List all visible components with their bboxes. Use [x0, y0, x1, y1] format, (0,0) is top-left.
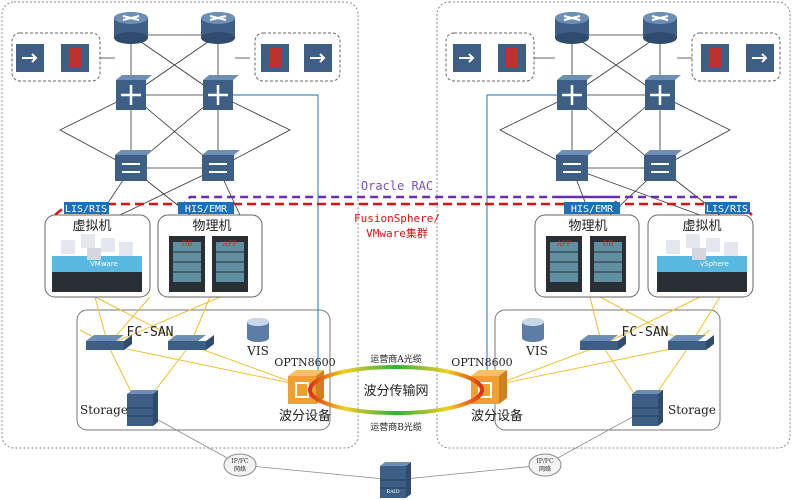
left-storage-raid: [126, 389, 159, 427]
right-fc-san-switch-1: [580, 335, 626, 350]
right-vis-label: VIS: [525, 344, 548, 358]
oracle-rac-label: Oracle RAC: [361, 179, 433, 193]
left-his-emr-label: HIS/EMR: [185, 204, 228, 215]
left-storage-zone: [76, 309, 331, 431]
right-firewall-group-a: [445, 32, 535, 82]
left-network-label-2: 网络: [234, 465, 246, 473]
left-core-switch-2: [201, 73, 241, 112]
bottom-raid-label: RAID: [386, 489, 399, 495]
left-firewall-4: [303, 43, 333, 73]
right-site-panel: [436, 1, 791, 449]
left-vis-disk: [247, 318, 269, 342]
left-router-2: [200, 11, 236, 45]
left-physical-label: 物理机: [192, 219, 231, 234]
right-physical-label: 物理机: [568, 219, 607, 234]
left-wdm-label: 波分设备: [279, 408, 331, 424]
left-his-emr-tab: [178, 202, 234, 214]
right-vis-disk: [522, 318, 544, 342]
vmware-cluster-label: VMware集群: [366, 226, 428, 240]
left-storage-label: Storage: [80, 403, 128, 417]
left-access-switch-1: [114, 149, 154, 182]
right-his-emr-label: HIS/EMR: [571, 204, 614, 215]
left-vm-label: 虚拟机: [72, 219, 111, 234]
right-router-2: [642, 11, 678, 45]
left-vis-label: VIS: [246, 344, 269, 358]
right-firewall-1: [452, 43, 482, 73]
left-firewall-group-a: [11, 32, 101, 82]
right-his-emr-tab: [564, 202, 620, 214]
right-lis-ris-label: LIS/RIS: [706, 204, 748, 215]
left-site-panel: [1, 1, 359, 449]
right-network-label-2: 网络: [539, 465, 551, 473]
left-core-switch-1: [114, 73, 154, 112]
right-storage-raid: [631, 389, 664, 427]
right-fc-san-switch-2: [668, 335, 714, 350]
fusionsphere-label: FusionSphere/: [354, 212, 440, 225]
right-firewall-2: [498, 44, 526, 72]
right-firewall-group-b: [691, 32, 781, 82]
right-lis-ris-tab: [705, 202, 750, 214]
left-app-label: APP: [222, 240, 238, 248]
left-optn-label: OPTN8600: [274, 356, 335, 369]
right-core-switch-1: [555, 73, 595, 112]
right-app-label: APP: [556, 240, 572, 248]
left-access-switch-2: [201, 149, 241, 182]
left-firewall-1: [15, 43, 45, 73]
right-firewall-4: [745, 43, 775, 73]
left-fc-san-switch-2: [168, 335, 214, 350]
right-access-switch-1: [555, 149, 595, 182]
right-storage-label: Storage: [668, 403, 716, 417]
left-lis-ris-tab: [64, 202, 109, 214]
carrier-a-label: 运营商A光缆: [370, 353, 422, 365]
right-firewall-3: [701, 44, 729, 72]
left-firewall-group-b: [254, 32, 341, 82]
right-access-switch-2: [643, 149, 683, 182]
fusionsphere-line: [54, 202, 753, 216]
fiber-links: [228, 94, 560, 378]
right-db-label: DB: [603, 240, 614, 248]
carrier-b-label: 运营商B光缆: [370, 421, 422, 433]
right-network-label: IP/FC: [536, 458, 554, 465]
right-optn-label: OPTN8600: [451, 356, 512, 369]
right-wdm-label: 波分设备: [471, 408, 523, 424]
left-firewall-3: [261, 44, 289, 72]
right-fc-san-label: FC-SAN: [622, 325, 669, 340]
left-firewall-2: [61, 44, 89, 72]
left-router-1: [113, 11, 149, 45]
right-vm-label: 虚拟机: [682, 219, 721, 234]
left-db-label: DB: [182, 240, 193, 248]
right-core-switch-2: [643, 73, 683, 112]
left-network-label: IP/FC: [231, 458, 249, 465]
wdm-ring: [308, 365, 484, 415]
wdm-network-label: 波分传输网: [363, 383, 428, 399]
left-fc-san-label: FC-SAN: [127, 325, 174, 340]
left-lis-ris-label: LIS/RIS: [65, 204, 107, 215]
left-vmware-label: VMware: [90, 260, 118, 268]
right-vmware-label: vSphere: [700, 260, 729, 268]
right-router-1: [554, 11, 590, 45]
